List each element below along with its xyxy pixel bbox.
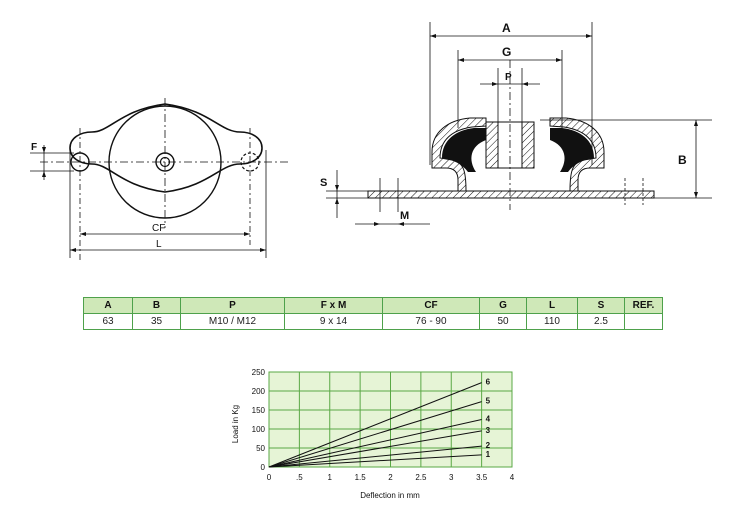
table-row: 63 35 M10 / M12 9 x 14 76 - 90 50 110 2.…	[83, 313, 663, 330]
header-l: L	[526, 297, 578, 314]
cell-s: 2.5	[577, 313, 625, 330]
cf-label: CF	[152, 223, 165, 234]
tick-labels: 0 .5 1 1.5 2 2.5 3 3.5 4 0 50 100 150 200 250	[252, 368, 515, 482]
series-line-5	[268, 401, 482, 468]
y-tick-label: 200	[252, 387, 266, 396]
g-label: G	[502, 45, 511, 59]
cell-g: 50	[479, 313, 527, 330]
s-label: S	[320, 177, 327, 189]
header-a: A	[83, 297, 133, 314]
header-ref: REF.	[624, 297, 663, 314]
spec-table: A B P F x M CF G L S REF. 63 35 M10 / M1…	[83, 297, 663, 330]
series-label-5: 5	[486, 397, 491, 406]
m-label: M	[400, 210, 409, 222]
x-tick-label: 1.5	[355, 473, 367, 482]
x-axis-label: Deflection in mm	[360, 491, 420, 500]
series-line-4	[268, 419, 482, 468]
series-line-1	[268, 454, 482, 468]
side-view-drawing: A G P B S M	[320, 21, 712, 226]
flange-outline	[69, 103, 263, 193]
header-cf: CF	[382, 297, 480, 314]
p-label: P	[505, 72, 512, 83]
x-tick-label: 3	[449, 473, 454, 482]
header-p: P	[180, 297, 285, 314]
series-label-4: 4	[486, 415, 491, 424]
b-label: B	[678, 153, 687, 167]
series-labels: 12 3 4 5 6	[486, 378, 491, 459]
series-label-2: 2	[486, 441, 491, 450]
cell-cf: 76 - 90	[382, 313, 480, 330]
rubber-left	[442, 128, 486, 172]
cell-b: 35	[132, 313, 181, 330]
y-tick-label: 150	[252, 406, 266, 415]
f-label: F	[31, 142, 37, 153]
l-label: L	[156, 239, 162, 250]
x-tick-label: 3.5	[476, 473, 488, 482]
header-s: S	[577, 297, 625, 314]
spec-table-header-row: A B P F x M CF G L S REF.	[83, 297, 663, 314]
series-line-3	[268, 430, 482, 468]
y-tick-label: 250	[252, 368, 266, 377]
top-view-drawing: F CF L	[30, 98, 290, 262]
y-tick-label: 100	[252, 425, 266, 434]
base-plate	[367, 190, 655, 199]
cell-ref	[624, 313, 663, 330]
series-lines	[268, 382, 482, 468]
series-line-2	[268, 445, 482, 468]
cell-fxm: 9 x 14	[284, 313, 383, 330]
a-label: A	[502, 21, 511, 35]
x-tick-label: .5	[296, 473, 303, 482]
cell-l: 110	[526, 313, 578, 330]
header-g: G	[479, 297, 527, 314]
cell-p: M10 / M12	[180, 313, 285, 330]
y-axis-label: Load in Kg	[231, 405, 240, 443]
series-line-6	[268, 382, 482, 468]
x-tick-label: 0	[267, 473, 272, 482]
series-label-6: 6	[486, 378, 491, 387]
cell-a: 63	[83, 313, 133, 330]
series-label-1: 1	[486, 450, 491, 459]
x-tick-label: 1	[328, 473, 333, 482]
header-fxm: F x M	[284, 297, 383, 314]
x-tick-label: 4	[510, 473, 515, 482]
series-label-3: 3	[486, 426, 491, 435]
y-tick-label: 50	[256, 444, 265, 453]
y-tick-label: 0	[261, 463, 266, 472]
x-tick-label: 2	[388, 473, 393, 482]
rubber-right	[550, 128, 594, 172]
x-tick-label: 2.5	[415, 473, 427, 482]
header-b: B	[132, 297, 181, 314]
